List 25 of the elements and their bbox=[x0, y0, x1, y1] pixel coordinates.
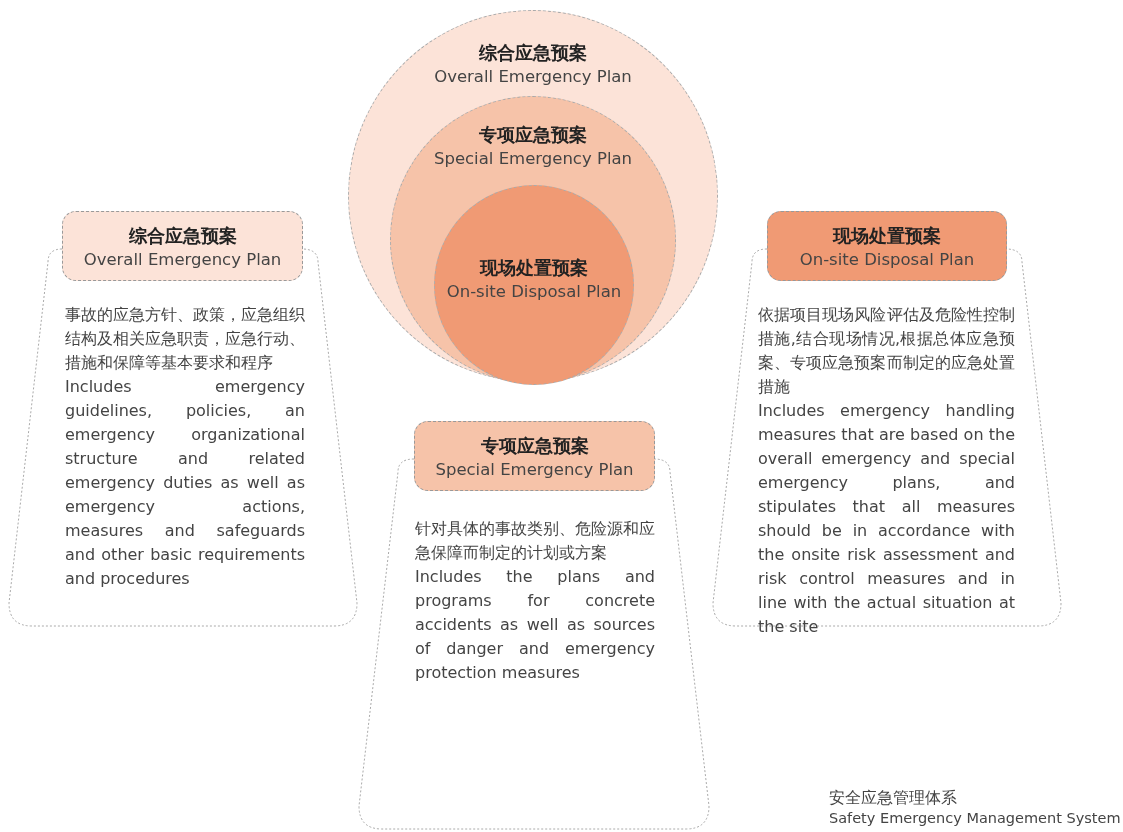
description-text: Includes emergency handling measures that are based on the overall emergency and special emergency plans, and stipulates that all measures should be in accordance with the onsite risk assessment and risk control measures and in line with the actual situation at the site bbox=[758, 400, 1015, 638]
caption-text: Safety Emergency Management System bbox=[829, 810, 1121, 826]
description-card bbox=[8, 248, 358, 627]
plan-title: 综合应急预案 bbox=[478, 41, 588, 65]
plan-subtitle: Special Emergency Plan bbox=[432, 149, 634, 168]
plan-subtitle: Overall Emergency Plan bbox=[433, 67, 633, 86]
caption-text: 安全应急管理体系 bbox=[829, 788, 957, 809]
plan-subtitle: Overall Emergency Plan bbox=[82, 250, 283, 269]
plan-title: 综合应急预案 bbox=[127, 224, 238, 248]
description-text: Includes the plans and programs for concrete accidents as well as sources of danger and emergency protection measures bbox=[415, 566, 655, 684]
plan-title: 专项应急预案 bbox=[478, 123, 588, 147]
plan-title: 现场处置预案 bbox=[831, 224, 942, 248]
plan-header-box bbox=[767, 211, 1007, 281]
plan-header-box bbox=[414, 421, 655, 491]
description-text: 依据项目现场风险评估及危险性控制措施,结合现场情况,根据总体应急预案、专项应急预案而制定的应急处置措施 bbox=[758, 304, 1015, 398]
plan-subtitle: On-site Disposal Plan bbox=[445, 282, 623, 301]
plan-header-box bbox=[62, 211, 303, 281]
description-text: 针对具体的事故类别、危险源和应急保障而制定的计划或方案 bbox=[415, 518, 655, 564]
plan-subtitle: On-site Disposal Plan bbox=[798, 250, 976, 269]
description-text: Includes emergency guidelines, policies, an emergency organizational structure and related emergency duties as well as emergency actions, measures and safeguards and other basic requirements and procedures bbox=[65, 376, 305, 590]
plan-title: 专项应急预案 bbox=[479, 434, 590, 458]
plan-subtitle: Special Emergency Plan bbox=[434, 460, 635, 479]
plan-title: 现场处置预案 bbox=[478, 256, 589, 280]
description-text: 事故的应急方针、政策，应急组织结构及相关应急职责，应急行动、措施和保障等基本要求和程序 bbox=[65, 304, 305, 374]
description-card bbox=[358, 458, 710, 830]
